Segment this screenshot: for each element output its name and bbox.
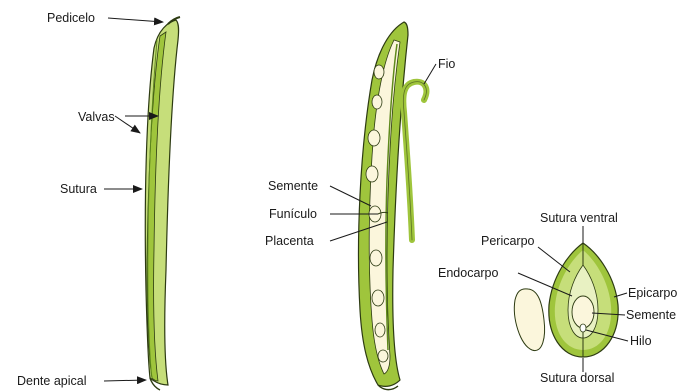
label-funiculo: Funículo: [269, 207, 317, 221]
label-semente: Semente: [268, 179, 318, 193]
leader-fio: [424, 64, 436, 84]
seed: [372, 95, 382, 109]
hilum-mark: [580, 324, 586, 332]
leader-pedicelo: [108, 18, 163, 22]
seed: [375, 323, 385, 337]
section-seed: [572, 296, 594, 328]
leader-valvas-2: [115, 116, 140, 133]
label-pericarpo: Pericarpo: [481, 234, 535, 248]
label-valvas: Valvas: [78, 110, 115, 124]
label-pedicelo: Pedicelo: [47, 11, 95, 25]
tendril: [403, 82, 426, 240]
label-endocarpo: Endocarpo: [438, 266, 499, 280]
seed: [374, 65, 384, 79]
loose-seed: [514, 289, 544, 351]
opened-pod: [359, 22, 427, 390]
seed: [378, 350, 388, 362]
label-sutura: Sutura: [60, 182, 97, 196]
seed-body: [514, 289, 544, 351]
label-sutura-ventral: Sutura ventral: [540, 211, 618, 225]
seed: [366, 166, 378, 182]
label-sutura-dorsal: Sutura dorsal: [540, 371, 614, 385]
label-epicarpo: Epicarpo: [628, 286, 677, 300]
seed: [368, 130, 380, 146]
label-hilo: Hilo: [630, 334, 652, 348]
label-semente-corte: Semente: [626, 308, 676, 322]
seed: [370, 250, 382, 266]
leader-pericarpo: [538, 247, 570, 272]
cross-section: [549, 243, 618, 357]
leader-dente-apical: [104, 380, 146, 381]
label-dente-apical: Dente apical: [17, 374, 87, 388]
label-fio: Fio: [438, 57, 455, 71]
seed: [372, 290, 384, 306]
label-placenta: Placenta: [265, 234, 314, 248]
whole-pod: [145, 17, 180, 390]
